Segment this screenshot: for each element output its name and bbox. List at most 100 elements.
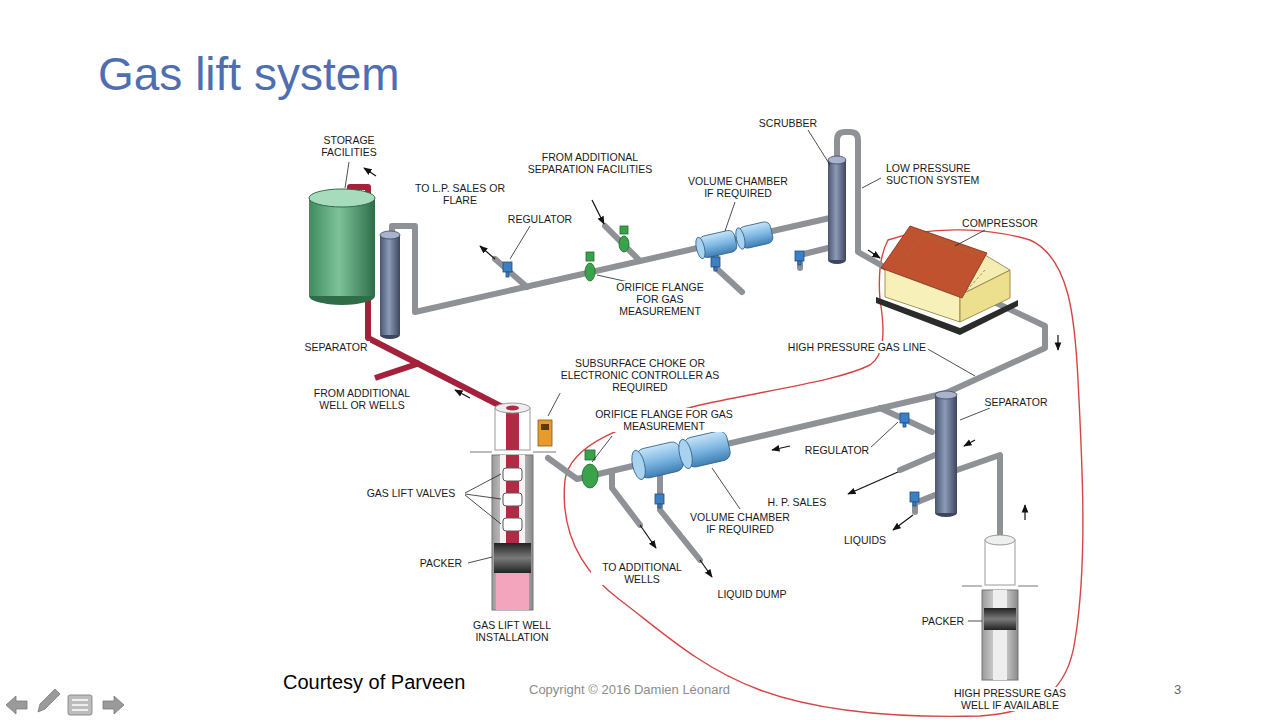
valve-symbol: [913, 502, 916, 506]
valve-symbol: [506, 272, 509, 277]
gas-pipe: [612, 471, 640, 525]
callout-label: VOLUME CHAMBER IF REQUIRED: [683, 511, 797, 535]
callout-label: REGULATOR: [803, 444, 871, 456]
gas-well: [962, 586, 1038, 587]
gas-well: [982, 590, 1018, 680]
gas-lift-well: [503, 518, 522, 531]
volume-chamber: [676, 438, 694, 470]
orifice-flange: [620, 226, 628, 234]
flow-arrow: [700, 560, 712, 577]
flow-arrow: [848, 472, 898, 494]
separator-vessel: [380, 231, 400, 239]
orifice-flange: [619, 236, 629, 252]
scrubber-vessel: [828, 160, 846, 260]
compressor-house: [900, 235, 985, 298]
gas-well: [993, 590, 1007, 680]
flow-arrow: [364, 168, 1058, 577]
leader-line: [345, 162, 349, 188]
leader-line: [808, 130, 830, 165]
compressor-house: [876, 226, 1018, 335]
callout-label: H. P. SALES: [766, 496, 829, 508]
flow-arrow: [1024, 505, 1025, 520]
volume-chamber: [629, 429, 731, 480]
callout-label: VOLUME CHAMBER IF REQUIRED: [681, 175, 795, 199]
flow-arrow: [1057, 335, 1058, 350]
separator-vessel: [380, 231, 400, 339]
valve-symbol: [798, 261, 801, 265]
scrubber-vessel: [828, 156, 846, 264]
volume-chamber: [734, 221, 774, 250]
callout-label: FROM ADDITIONAL WELL OR WELLS: [303, 387, 422, 411]
valve-symbol: [903, 423, 906, 427]
valve-symbol: [503, 262, 512, 272]
valve-symbol: [655, 494, 664, 504]
gas-pipe: [900, 455, 935, 470]
orifice-flange: [586, 252, 594, 261]
leader-line: [960, 408, 990, 420]
valve-symbol: [900, 413, 909, 423]
nav-icons: [72, 700, 88, 710]
flow-arrow: [640, 525, 656, 548]
callout-label: SEPARATOR: [302, 341, 369, 353]
flow-arrow: [455, 390, 470, 398]
callout-label: STORAGE FACILITIES: [307, 134, 391, 158]
valve-symbol: [503, 251, 919, 508]
callout-label: HIGH PRESSURE GAS WELL IF AVAILABLE: [941, 687, 1080, 711]
orifice-flange: [582, 464, 598, 488]
callout-label: GAS LIFT WELL INSTALLATION: [460, 619, 564, 643]
leader-line: [968, 621, 982, 622]
gas-pipe: [605, 226, 640, 261]
slide-title: Gas lift system: [98, 46, 400, 102]
callout-label: SUBSURFACE CHOKE OR ELECTRONIC CONTROLLE…: [551, 357, 730, 393]
valve-symbol: [658, 504, 661, 508]
gas-lift-well: [503, 468, 522, 481]
well-flow-line: [375, 363, 420, 378]
leader-line: [862, 178, 881, 188]
gas-lift-well: [495, 403, 530, 413]
leader-line: [345, 130, 990, 621]
valve-symbol: [910, 492, 919, 502]
gas-pipe: [957, 455, 1000, 540]
volume-chamber: [694, 221, 774, 260]
gas-well: [962, 535, 1038, 680]
flow-arrow: [364, 168, 376, 176]
leader-line: [870, 422, 898, 448]
callout-label: GAS LIFT VALVES: [365, 487, 458, 499]
flow-arrow: [893, 515, 913, 530]
callout-label: TO L.P. SALES OR FLARE: [412, 182, 508, 206]
flow-arrow: [480, 246, 495, 259]
flow-arrow: [868, 250, 880, 258]
leader-line: [468, 557, 492, 563]
leader-line: [592, 436, 612, 462]
gas-lift-well: [470, 452, 556, 453]
credit-caption: Courtesy of Parveen: [283, 670, 465, 694]
gas-well: [984, 608, 1016, 630]
gas-lift-well: [470, 403, 556, 610]
callout-label: PACKER: [418, 557, 464, 569]
volume-chamber: [676, 429, 731, 469]
gas-pipe: [880, 408, 932, 432]
gas-well: [985, 540, 1015, 585]
leader-line: [955, 230, 985, 246]
volume-chamber: [629, 449, 647, 481]
volume-chamber: [694, 236, 707, 259]
separator-vessel: [380, 235, 400, 335]
separator-vessel: [935, 391, 957, 399]
gas-pipe: [392, 132, 1045, 560]
page-number: 3: [1172, 682, 1183, 698]
valve-symbol: [795, 251, 804, 261]
callout-label: COMPRESSOR: [960, 217, 1040, 229]
gas-lift-well: [495, 408, 530, 450]
copyright-note: Copyright © 2016 Damien Léonard: [527, 682, 732, 698]
callout-label: ORIFICE FLANGE FOR GAS MEASUREMENT: [608, 281, 712, 317]
leader-line: [465, 474, 501, 524]
callout-label: FROM ADDITIONAL SEPARATION FACILITIES: [513, 151, 667, 175]
volume-chamber: [734, 227, 747, 250]
callout-label: LOW PRESSURE SUCTION SYSTEM: [884, 162, 998, 186]
callout-label: REGULATOR: [506, 213, 574, 225]
orifice-flange: [585, 450, 595, 460]
subsurface-choke: [538, 420, 552, 446]
storage-tank: [309, 189, 375, 305]
gas-well: [985, 535, 1015, 545]
